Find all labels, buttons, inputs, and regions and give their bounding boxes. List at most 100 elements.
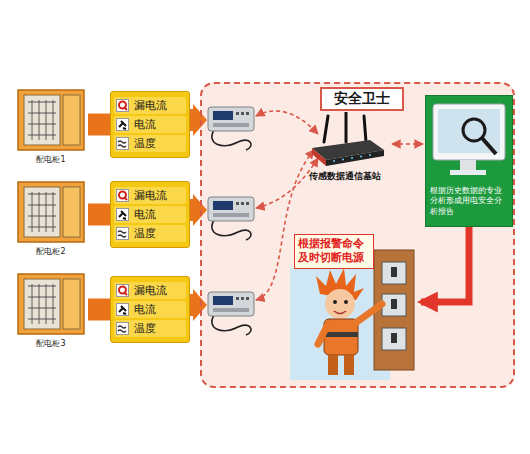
illustration-part — [28, 227, 56, 228]
reading-row: 电流 — [114, 301, 186, 318]
reading-icon — [116, 118, 129, 131]
illustration-part — [118, 141, 126, 147]
illustration-part — [351, 157, 353, 159]
illustration-part — [124, 197, 127, 200]
reading-icon — [116, 303, 129, 316]
illustration-part — [369, 154, 371, 156]
router-icon — [300, 112, 390, 168]
reading-text: 电流 — [134, 302, 156, 317]
illustration-part — [213, 111, 233, 120]
illustration-part — [324, 332, 358, 337]
illustration-part — [433, 104, 505, 160]
illustration-part — [241, 202, 244, 205]
illustration-part — [46, 192, 47, 232]
illustration-part — [18, 90, 84, 150]
illustration-part — [53, 192, 54, 232]
region-title: 安全卫士 — [320, 87, 404, 111]
illustration-part — [460, 160, 476, 170]
illustration-part — [344, 300, 348, 304]
illustration-part — [18, 182, 84, 242]
reading-text: 温度 — [134, 136, 156, 151]
reading-text: 温度 — [134, 226, 156, 241]
illustration-part — [28, 308, 56, 309]
illustration-part — [324, 116, 328, 142]
cabinet-drawing — [16, 272, 86, 336]
illustration-part — [333, 300, 337, 304]
sensor-devices — [208, 107, 254, 335]
cabinet-node: 配电柜2 — [14, 180, 88, 257]
illustration-part — [28, 124, 56, 125]
reading-row: 漏电流 — [114, 97, 186, 114]
illustration-part — [391, 267, 397, 277]
illustration-part — [119, 306, 126, 314]
illustration-part — [382, 294, 406, 316]
cabinet-node: 配电柜1 — [14, 88, 88, 165]
alarm-label: 根据报警命令及时切断电源 — [294, 234, 374, 269]
reading-text: 漏电流 — [134, 188, 167, 203]
router-label: 传感数据通信基站 — [300, 170, 390, 183]
reading-text: 温度 — [134, 321, 156, 336]
reading-icon — [116, 322, 129, 335]
illustration-part — [213, 308, 249, 312]
illustration-part — [354, 304, 382, 324]
report-text: 根据历史数据的专业分析形成用电安全分析报告 — [430, 186, 508, 217]
illustration-part — [345, 112, 348, 142]
sensor-device — [208, 292, 254, 335]
illustration-part — [117, 209, 129, 221]
illustration-part — [46, 100, 47, 140]
cabinet-node: 配电柜3 — [14, 272, 88, 349]
sensor-node: 漏电流电流温度 — [110, 181, 190, 248]
cabinet-drawing — [16, 180, 86, 244]
illustration-part — [212, 315, 251, 335]
illustration-part — [117, 138, 129, 150]
illustration-part — [213, 201, 233, 210]
illustration-part — [28, 319, 56, 320]
illustration-part — [236, 202, 239, 205]
illustration-part — [325, 289, 355, 319]
sensor-device — [208, 107, 254, 150]
illustration-part — [236, 112, 239, 115]
reading-text: 电流 — [134, 207, 156, 222]
illustration-part — [117, 285, 129, 297]
connector — [392, 143, 423, 145]
router-node: 传感数据通信基站 — [300, 112, 390, 183]
illustration-part — [53, 100, 54, 140]
illustration-part — [318, 324, 328, 344]
illustration-part — [24, 187, 60, 237]
reading-row: 温度 — [114, 135, 186, 152]
illustration-part — [63, 95, 80, 145]
reading-text: 漏电流 — [134, 283, 167, 298]
region-node: 传感数据通信基站根据历史数据的专业分析形成用电安全分析报告根据报警命令及时切断电… — [200, 82, 515, 388]
illustration-part — [364, 116, 366, 142]
cabinet-drawing — [16, 88, 86, 152]
sensor-node: 漏电流电流温度 — [110, 91, 190, 158]
reading-text: 漏电流 — [134, 98, 167, 113]
reading-row: 温度 — [114, 225, 186, 242]
reading-row: 电流 — [114, 116, 186, 133]
illustration-part — [246, 112, 249, 115]
illustration-part — [46, 284, 47, 324]
illustration-part — [334, 311, 346, 314]
reading-icon — [116, 284, 129, 297]
cabinet-label: 配电柜2 — [14, 246, 88, 257]
sensor-node: 漏电流电流温度 — [110, 276, 190, 343]
reading-row: 温度 — [114, 320, 186, 337]
illustration-part — [24, 279, 60, 329]
monitor-icon — [430, 100, 508, 184]
illustration-part — [119, 121, 126, 129]
reading-row: 电流 — [114, 206, 186, 223]
illustration-part — [333, 160, 335, 162]
region-fill — [200, 82, 515, 388]
connector — [421, 227, 469, 302]
illustration-part — [24, 95, 60, 145]
illustration-part — [256, 158, 318, 208]
illustration-part — [28, 205, 56, 206]
illustration-part — [438, 109, 500, 153]
illustration-part — [18, 274, 84, 334]
illustration-part — [63, 187, 80, 237]
illustration-part — [212, 220, 251, 240]
reading-icon — [116, 208, 129, 221]
illustration-part — [63, 279, 80, 329]
illustration-part — [117, 190, 129, 202]
illustration-part — [382, 262, 406, 284]
